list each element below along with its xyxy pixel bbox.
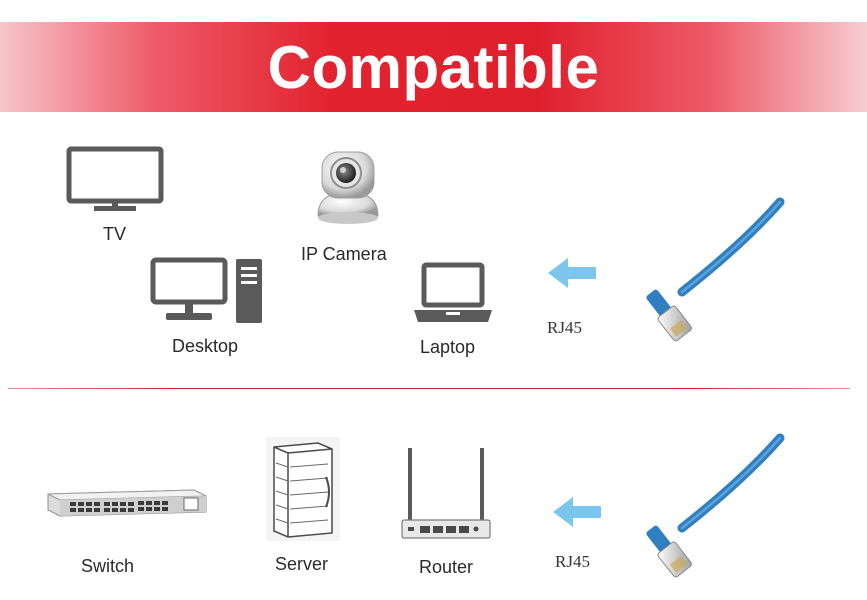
banner-title: Compatible (267, 34, 600, 101)
section-divider (8, 388, 850, 389)
desktop-label: Desktop (172, 336, 239, 356)
arrow-left-icon (548, 258, 598, 288)
rj45-label: RJ45 (555, 552, 590, 571)
ethernet-cable-icon (620, 432, 790, 582)
network-switch-icon (44, 482, 210, 524)
tv-label: TV (103, 224, 127, 244)
desktop-computer-icon (150, 257, 266, 325)
title-banner (0, 22, 867, 112)
router-label: Router (419, 557, 474, 577)
rj45-label: RJ45 (547, 318, 582, 337)
ip-camera-label: IP Camera (301, 244, 387, 264)
arrow-left-icon (553, 497, 603, 527)
server-label: Server (275, 554, 329, 574)
switch-label: Switch (81, 556, 135, 576)
server-rack-icon (266, 437, 340, 541)
router-icon (396, 446, 496, 542)
laptop-label: Laptop (420, 337, 476, 357)
ethernet-cable-icon (620, 196, 790, 346)
laptop-icon (412, 262, 494, 326)
ip-camera-icon (312, 146, 384, 226)
tv-icon (66, 146, 164, 212)
